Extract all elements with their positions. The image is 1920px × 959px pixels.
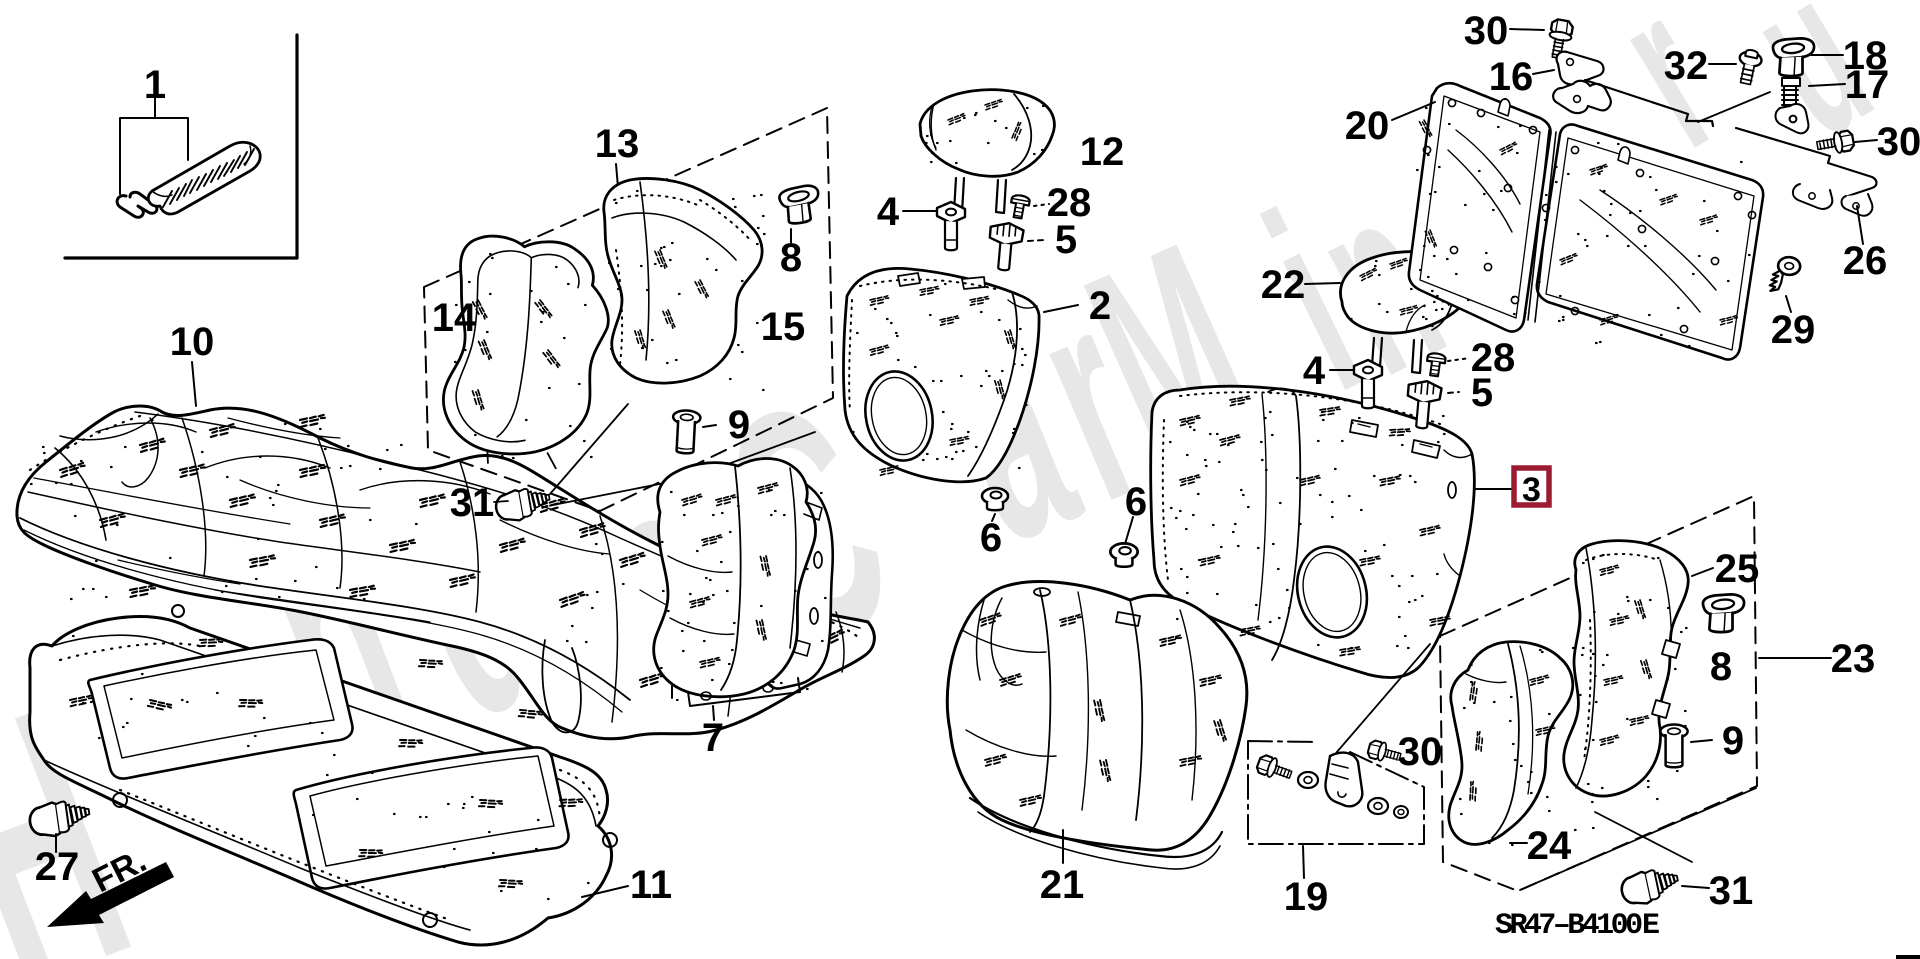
- svg-text:15: 15: [761, 305, 806, 349]
- svg-text:3: 3: [1522, 471, 1541, 509]
- svg-text:6: 6: [980, 516, 1002, 560]
- svg-text:31: 31: [1709, 869, 1754, 913]
- svg-text:19: 19: [1284, 875, 1329, 919]
- svg-text:21: 21: [1040, 863, 1085, 907]
- svg-text:5: 5: [1471, 371, 1493, 415]
- svg-text:13: 13: [595, 122, 640, 166]
- svg-text:4: 4: [877, 190, 900, 234]
- svg-text:10: 10: [170, 320, 215, 364]
- svg-text:24: 24: [1527, 824, 1572, 868]
- svg-text:30: 30: [1398, 730, 1443, 774]
- svg-text:32: 32: [1664, 44, 1709, 88]
- svg-text:11: 11: [630, 863, 672, 907]
- svg-text:29: 29: [1771, 308, 1816, 352]
- svg-text:9: 9: [728, 403, 750, 447]
- svg-text:5: 5: [1055, 218, 1077, 262]
- svg-text:28: 28: [1047, 181, 1092, 225]
- svg-text:20: 20: [1345, 104, 1390, 148]
- svg-text:28: 28: [1471, 336, 1516, 380]
- svg-text:31: 31: [450, 481, 495, 525]
- svg-text:6: 6: [1125, 480, 1147, 524]
- svg-text:1: 1: [144, 63, 166, 107]
- svg-text:26: 26: [1843, 239, 1888, 283]
- svg-text:14: 14: [432, 296, 477, 340]
- svg-text:27: 27: [35, 845, 80, 889]
- svg-text:25: 25: [1715, 547, 1760, 591]
- svg-text:8: 8: [1710, 645, 1732, 689]
- svg-text:SR47–B4100 E: SR47–B4100 E: [1495, 909, 1660, 943]
- svg-text:4: 4: [1303, 349, 1326, 393]
- svg-text:23: 23: [1831, 637, 1876, 681]
- svg-text:12: 12: [1080, 130, 1125, 174]
- svg-text:7: 7: [702, 716, 724, 760]
- svg-text:2: 2: [1089, 284, 1111, 328]
- svg-text:22: 22: [1261, 263, 1306, 307]
- svg-text:17: 17: [1845, 63, 1890, 107]
- svg-text:8: 8: [780, 236, 802, 280]
- svg-text:30: 30: [1464, 9, 1509, 53]
- svg-text:16: 16: [1489, 55, 1534, 99]
- svg-text:9: 9: [1722, 719, 1744, 763]
- svg-text:18: 18: [1843, 34, 1888, 78]
- svg-text:30: 30: [1877, 120, 1920, 164]
